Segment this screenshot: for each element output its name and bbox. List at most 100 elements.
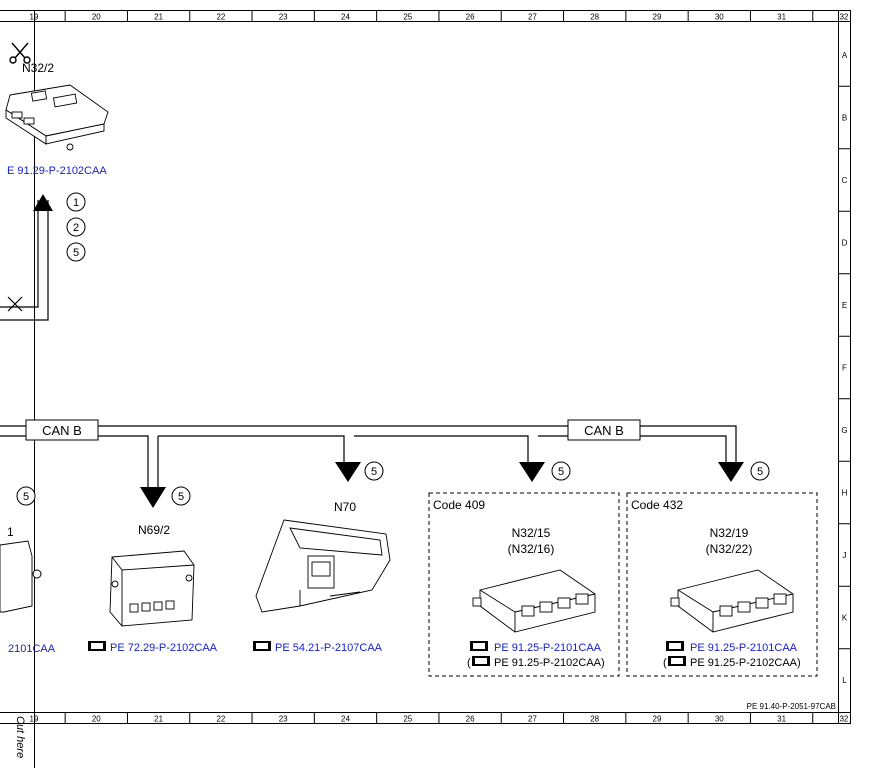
n32-2-reference: E 91.29-P-2102CAA xyxy=(7,165,107,177)
row-dividers xyxy=(838,85,851,650)
column-label: 19 xyxy=(30,715,39,724)
n32-2-component-drawing xyxy=(5,84,109,151)
svg-text:5: 5 xyxy=(558,466,564,478)
code-432-label: Code 432 xyxy=(631,498,683,512)
svg-text:5: 5 xyxy=(23,491,29,503)
svg-text:5: 5 xyxy=(757,466,763,478)
n69-2-label: N69/2 xyxy=(138,523,170,537)
column-label: 26 xyxy=(466,13,475,22)
column-label: 31 xyxy=(777,715,786,724)
n32-16-reference: PE 91.25-P-2102CAA) xyxy=(494,657,605,669)
svg-text:(: ( xyxy=(467,657,471,669)
column-label: 27 xyxy=(528,13,537,22)
n32-16-label: (N32/16) xyxy=(508,542,555,556)
document-id: PE 91.40-P-2051-97CAB xyxy=(747,702,836,711)
row-label: F xyxy=(842,364,847,373)
column-label: 26 xyxy=(466,715,475,724)
svg-text:1: 1 xyxy=(73,197,79,209)
n32-2-signal-circles: 1 2 5 xyxy=(66,192,86,262)
column-label: 28 xyxy=(590,715,599,724)
row-label: C xyxy=(842,176,848,185)
row-label: D xyxy=(842,239,848,248)
column-labels-bottom: 19 20 21 22 23 24 25 26 27 28 29 30 31 32 xyxy=(30,715,849,724)
column-label: 23 xyxy=(279,715,288,724)
column-labels-top: 19 20 21 22 23 24 25 26 27 28 29 30 31 32 xyxy=(30,13,849,22)
n70-reference: PE 54.21-P-2107CAA xyxy=(275,642,383,654)
svg-text:5: 5 xyxy=(178,491,184,503)
column-label: 27 xyxy=(528,715,537,724)
arrow-up-to-n32-2 xyxy=(33,194,53,211)
n32-19-label: N32/19 xyxy=(710,526,749,540)
left-partial-component: 5 1 2101CAA xyxy=(0,486,56,655)
column-label: 20 xyxy=(92,13,101,22)
pointing-hand-icon xyxy=(253,641,271,651)
arrow-down-to-n32-19 xyxy=(718,462,744,482)
n32-19-reference: PE 91.25-P-2101CAA xyxy=(690,642,798,654)
signal-arrows xyxy=(33,194,744,508)
column-label: 19 xyxy=(30,13,39,22)
column-label: 21 xyxy=(154,13,163,22)
column-label: 31 xyxy=(777,13,786,22)
scissors-icon xyxy=(9,42,31,64)
column-label: 22 xyxy=(216,13,225,22)
row-label: H xyxy=(842,489,848,498)
column-label: 24 xyxy=(341,715,350,724)
pointing-hand-icon xyxy=(88,641,106,651)
pointing-hand-icon xyxy=(666,641,684,651)
sheet-frame xyxy=(0,10,851,768)
row-label: E xyxy=(842,301,847,310)
svg-text:CAN B: CAN B xyxy=(584,423,624,438)
column-label: 29 xyxy=(653,13,662,22)
n32-22-label: (N32/22) xyxy=(706,542,753,556)
row-labels: A B C D E F G H J K L xyxy=(841,51,847,685)
arrow-down-to-n69-2 xyxy=(140,487,166,508)
column-label: 32 xyxy=(839,715,848,724)
svg-text:2: 2 xyxy=(73,222,79,234)
n32-15-label: N32/15 xyxy=(512,526,551,540)
column-label: 22 xyxy=(216,715,225,724)
row-label: A xyxy=(842,51,848,60)
column-label: 21 xyxy=(154,715,163,724)
row-label: B xyxy=(842,114,847,123)
row-label: G xyxy=(841,426,847,435)
column-label: 32 xyxy=(839,13,848,22)
can-b-label-left: CAN B xyxy=(25,419,99,441)
column-label: 25 xyxy=(403,13,412,22)
row-label: K xyxy=(842,614,848,623)
pointing-hand-icon xyxy=(668,656,686,666)
svg-text:2101CAA: 2101CAA xyxy=(8,643,56,655)
arrow-down-to-n70 xyxy=(335,462,361,482)
n70-label: N70 xyxy=(334,500,356,514)
code-409-label: Code 409 xyxy=(433,498,485,512)
svg-text:5: 5 xyxy=(73,247,79,259)
svg-text:5: 5 xyxy=(371,466,377,478)
cut-here-label: Cut here xyxy=(14,716,26,758)
svg-text:1: 1 xyxy=(7,525,14,539)
column-label: 29 xyxy=(653,715,662,724)
svg-text:(: ( xyxy=(663,657,667,669)
row-label: L xyxy=(842,676,847,685)
column-label: 24 xyxy=(341,13,350,22)
svg-text:CAN B: CAN B xyxy=(42,423,82,438)
code-409-group: Code 409 5 N32/15 (N32/16) PE 91.25-P-21… xyxy=(428,461,620,677)
arrow-down-to-n32-15 xyxy=(519,462,545,482)
n69-2-reference: PE 72.29-P-2102CAA xyxy=(110,642,218,654)
n32-15-reference: PE 91.25-P-2101CAA xyxy=(494,642,602,654)
n69-2-component: 5 N69/2 PE 72.29-P-2102CAA xyxy=(88,486,218,654)
pointing-hand-icon xyxy=(472,656,490,666)
n32-2-label: N32/2 xyxy=(22,61,54,75)
row-label: J xyxy=(843,551,847,560)
can-b-label-right: CAN B xyxy=(567,419,641,441)
wiring xyxy=(0,200,737,487)
n70-component: 5 N70 PE 54.21-P-2107CAA xyxy=(253,461,391,654)
column-label: 23 xyxy=(279,13,288,22)
column-label: 28 xyxy=(590,13,599,22)
n32-22-reference: PE 91.25-P-2102CAA) xyxy=(690,657,801,669)
column-dividers xyxy=(64,10,814,723)
column-label: 30 xyxy=(715,715,724,724)
column-label: 30 xyxy=(715,13,724,22)
column-label: 25 xyxy=(403,715,412,724)
code-432-group: Code 432 5 N32/19 (N32/22) PE 91.25-P-21… xyxy=(626,461,818,677)
column-label: 20 xyxy=(92,715,101,724)
